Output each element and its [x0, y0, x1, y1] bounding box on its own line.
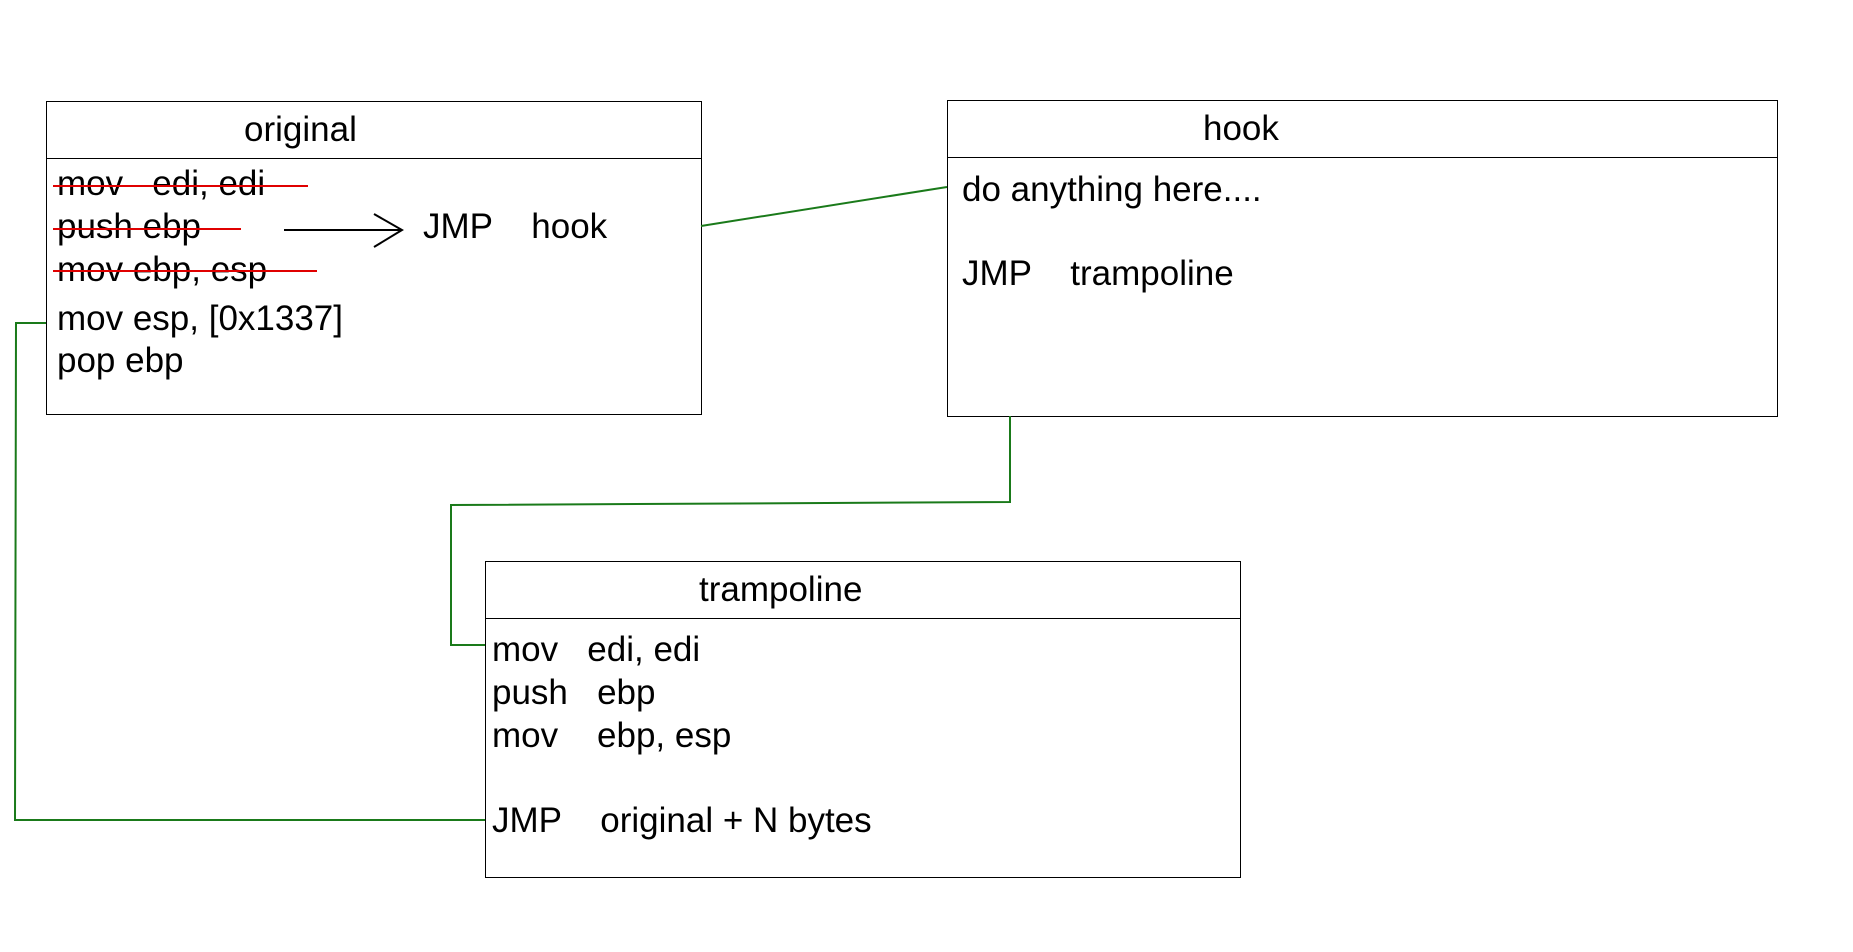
trampoline-box-title: trampoline [699, 570, 863, 609]
original-jmp-hook-label: JMP hook [423, 207, 608, 246]
original-box-title: original [244, 110, 357, 149]
original-line-5: pop ebp [57, 341, 184, 380]
original-box-divider [47, 158, 701, 159]
trampoline-function-box: trampoline mov edi, edi push ebp mov ebp… [485, 561, 1241, 878]
hook-function-box: hook do anything here.... JMP trampoline [947, 100, 1778, 417]
original-line-4: mov esp, [0x1337] [57, 299, 343, 338]
original-function-box: original mov edi, edi push ebp mov ebp, … [46, 101, 702, 415]
original-line-3: mov ebp, esp [57, 250, 268, 289]
trampoline-line-2: push ebp [492, 673, 656, 712]
original-line-2: push ebp [57, 207, 202, 246]
hook-box-title: hook [1203, 109, 1279, 148]
strike-line-2 [53, 228, 241, 230]
hook-line-1: do anything here.... [962, 170, 1262, 209]
connector-original-to-hook [700, 186, 948, 227]
strike-line-3 [53, 270, 317, 272]
hook-line-2: JMP trampoline [962, 254, 1234, 293]
hook-box-divider [948, 157, 1777, 158]
strike-line-1 [53, 185, 308, 187]
trampoline-line-3: mov ebp, esp [492, 716, 732, 755]
trampoline-box-divider [486, 618, 1240, 619]
trampoline-line-4: JMP original + N bytes [492, 801, 872, 840]
original-line-1: mov edi, edi [57, 164, 266, 203]
trampoline-line-1: mov edi, edi [492, 630, 701, 669]
